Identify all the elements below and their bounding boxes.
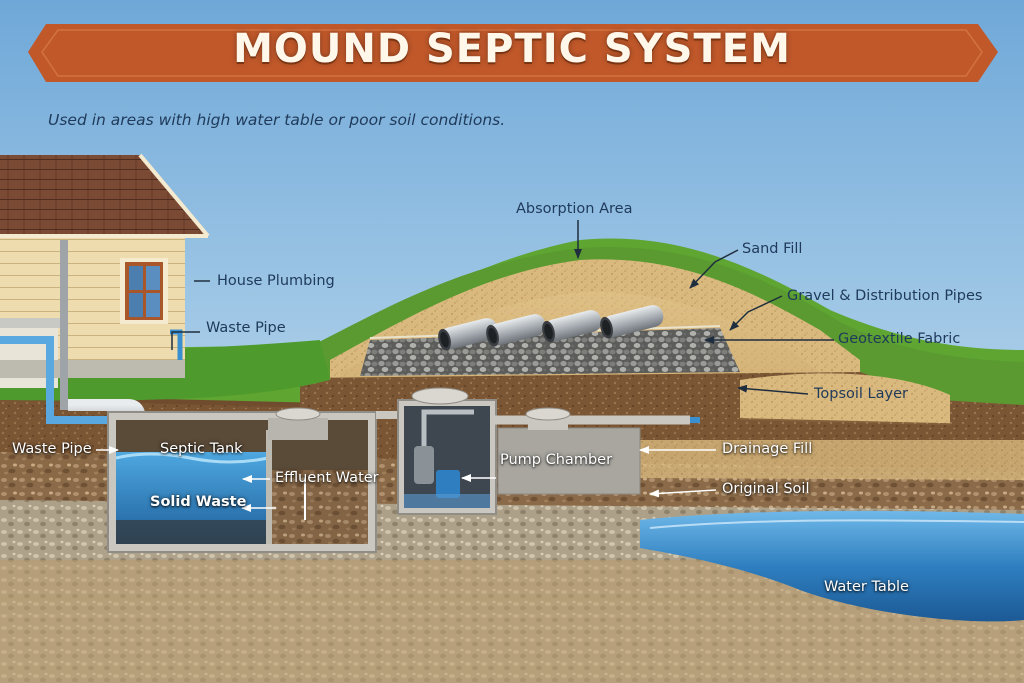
label-waste-pipe-tank: Waste Pipe bbox=[12, 441, 92, 457]
label-water-table: Water Table bbox=[824, 579, 909, 595]
distribution-line bbox=[490, 407, 700, 495]
label-pump-chamber: Pump Chamber bbox=[500, 452, 613, 468]
label-sand-fill: Sand Fill bbox=[742, 241, 803, 257]
label-house-plumbing: House Plumbing bbox=[217, 273, 335, 289]
label-gravel-pipes: Gravel & Distribution Pipes bbox=[787, 288, 983, 304]
leader-lines bbox=[96, 220, 834, 512]
water-table bbox=[640, 510, 1024, 622]
label-geotextile: Geotextile Fabric bbox=[838, 331, 961, 347]
pump-chamber bbox=[397, 387, 497, 515]
title-banner bbox=[28, 24, 998, 82]
label-drainage-fill: Drainage Fill bbox=[722, 441, 813, 457]
label-effluent-water: Effluent Water bbox=[275, 470, 379, 486]
page-title: MOUND SEPTIC SYSTEM bbox=[233, 26, 791, 72]
distribution-pipes bbox=[438, 305, 664, 351]
label-original-soil: Original Soil bbox=[722, 481, 810, 497]
label-waste-pipe-house: Waste Pipe bbox=[206, 320, 286, 336]
page-subtitle: Used in areas with high water table or p… bbox=[48, 111, 506, 129]
label-absorption-area: Absorption Area bbox=[516, 201, 633, 217]
label-solid-waste: Solid Waste bbox=[150, 494, 247, 510]
label-topsoil: Topsoil Layer bbox=[814, 386, 908, 402]
label-septic-tank: Septic Tank bbox=[160, 441, 243, 457]
